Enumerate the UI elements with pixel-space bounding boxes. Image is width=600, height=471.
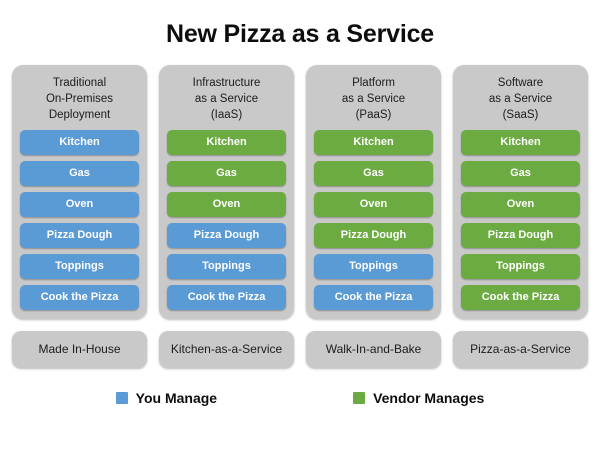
stack-item-pizza-dough[interactable]: Pizza Dough — [167, 223, 286, 248]
service-card-header: Infrastructure as a Service (IaaS) — [167, 74, 286, 130]
service-card-header-line: as a Service — [488, 93, 553, 105]
stack-item-oven[interactable]: Oven — [20, 192, 139, 217]
stack-item-cook-the-pizza[interactable]: Cook the Pizza — [167, 285, 286, 310]
service-card-header-line: Infrastructure — [192, 77, 261, 89]
service-card-header-line: On-Premises — [45, 93, 114, 105]
stack-item-cook-the-pizza[interactable]: Cook the Pizza — [314, 285, 433, 310]
service-card-header: Software as a Service (SaaS) — [461, 74, 580, 130]
stack-item-toppings[interactable]: Toppings — [314, 254, 433, 279]
legend-entry-you-manage: You Manage — [115, 390, 218, 406]
service-card-header-line: Deployment — [48, 109, 111, 121]
stack-item-toppings[interactable]: Toppings — [20, 254, 139, 279]
stack-item-cook-the-pizza[interactable]: Cook the Pizza — [20, 285, 139, 310]
service-card-header-line: (SaaS) — [502, 109, 539, 121]
page-title: New Pizza as a Service — [166, 20, 434, 48]
legend-label: Vendor Manages — [373, 390, 485, 406]
service-card-header-line: Software — [497, 77, 544, 89]
stack-item-kitchen[interactable]: Kitchen — [20, 130, 139, 155]
stack-item-oven[interactable]: Oven — [167, 192, 286, 217]
stack-item-pizza-dough[interactable]: Pizza Dough — [461, 223, 580, 248]
service-card-header-line: (IaaS) — [210, 109, 243, 121]
service-card-header-line: as a Service — [341, 93, 406, 105]
service-card-header-line: Traditional — [52, 77, 107, 89]
service-card-header-line: Platform — [352, 77, 395, 89]
legend-entry-vendor-manages: Vendor Manages — [353, 390, 484, 406]
service-footer-chip: Pizza-as-a-Service — [453, 331, 588, 368]
service-card-header-line: as a Service — [194, 93, 259, 105]
service-card-header: Platform as a Service (PaaS) — [314, 74, 433, 130]
service-footer-chip: Made In-House — [12, 331, 147, 368]
stack-item-cook-the-pizza[interactable]: Cook the Pizza — [461, 285, 580, 310]
legend: You Manage Vendor Manages — [0, 390, 600, 406]
stack-item-kitchen[interactable]: Kitchen — [167, 130, 286, 155]
stack-item-pizza-dough[interactable]: Pizza Dough — [20, 223, 139, 248]
stack-item-kitchen[interactable]: Kitchen — [314, 130, 433, 155]
stack-item-oven[interactable]: Oven — [314, 192, 433, 217]
stack-item-kitchen[interactable]: Kitchen — [461, 130, 580, 155]
legend-swatch-icon — [353, 392, 366, 404]
stack-item-gas[interactable]: Gas — [20, 161, 139, 186]
service-footer-chip: Kitchen-as-a-Service — [159, 331, 294, 368]
service-card-header-line: (PaaS) — [355, 109, 392, 121]
service-footer-chip: Walk-In-and-Bake — [306, 331, 441, 368]
legend-swatch-icon — [115, 392, 128, 404]
stack-item-oven[interactable]: Oven — [461, 192, 580, 217]
stack-item-toppings[interactable]: Toppings — [461, 254, 580, 279]
legend-label: You Manage — [135, 390, 218, 406]
stack-item-gas[interactable]: Gas — [167, 161, 286, 186]
stack-item-pizza-dough[interactable]: Pizza Dough — [314, 223, 433, 248]
stack-item-gas[interactable]: Gas — [314, 161, 433, 186]
stack-item-toppings[interactable]: Toppings — [167, 254, 286, 279]
stack-item-gas[interactable]: Gas — [461, 161, 580, 186]
